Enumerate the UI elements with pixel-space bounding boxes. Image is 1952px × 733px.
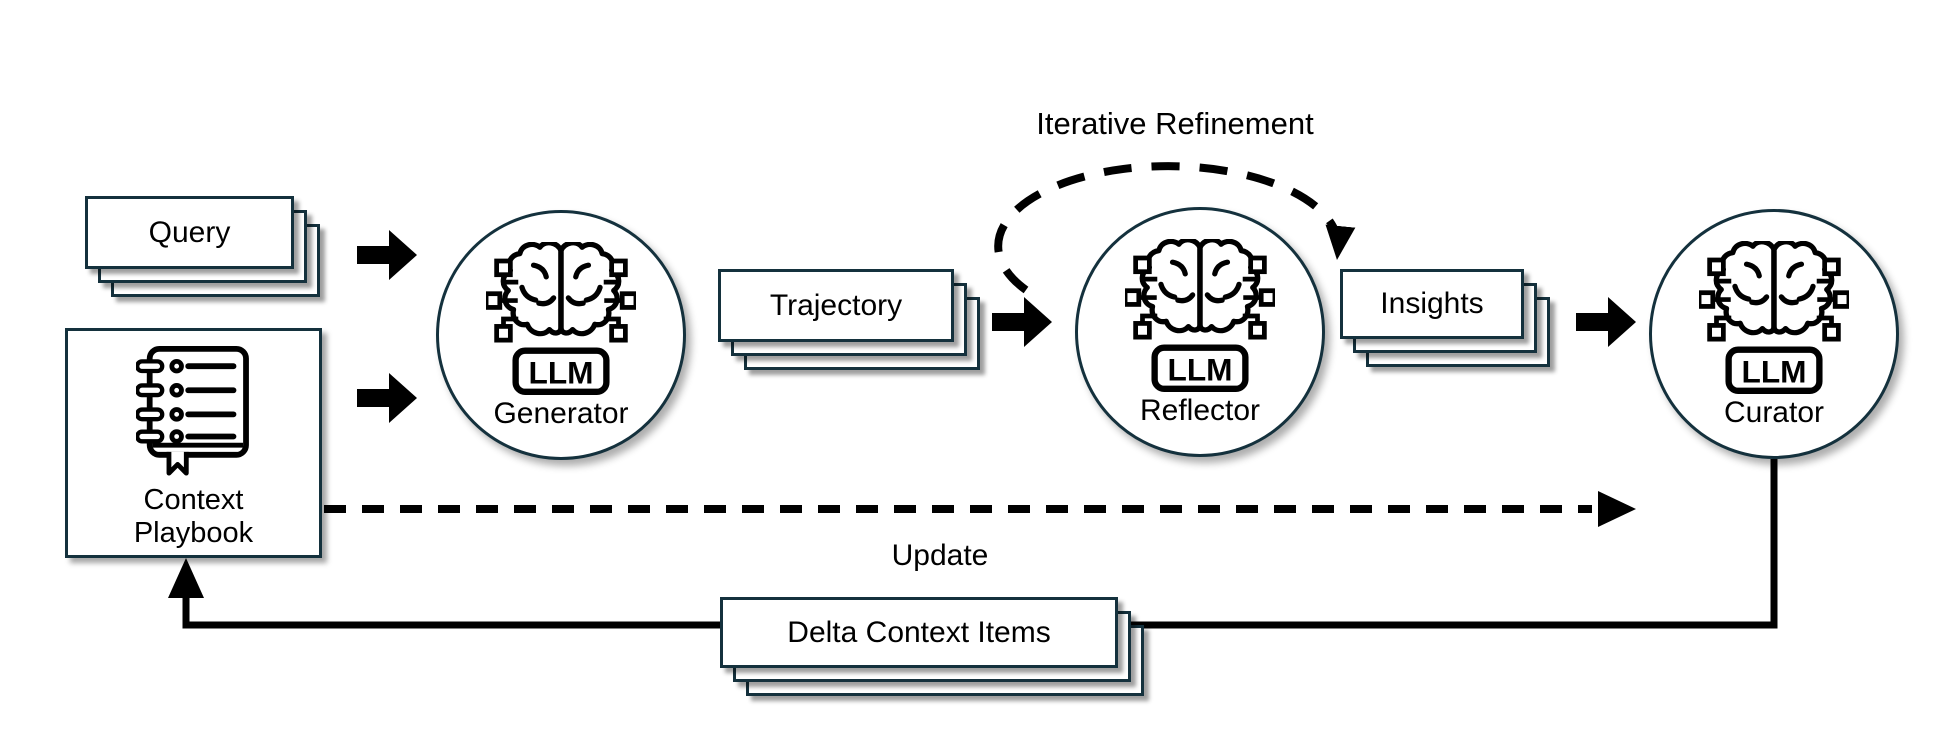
insights-label: Insights — [1380, 287, 1484, 320]
llm-badge-label: LLM — [1741, 353, 1806, 389]
insights-card-stack: Insights — [1340, 269, 1550, 367]
notebook-icon — [136, 345, 252, 476]
delta-context-items-label: Delta Context Items — [787, 615, 1051, 649]
trajectory-label: Trajectory — [769, 288, 903, 322]
query-to-generator-arrow — [357, 230, 417, 280]
query-label: Query — [148, 215, 231, 249]
curator-node: LLM Curator — [1649, 209, 1899, 459]
brain-circuit-icon: LLM — [1125, 239, 1275, 392]
insights-card: Insights — [1340, 269, 1524, 339]
llm-badge-label: LLM — [528, 354, 593, 390]
delta-context-items-card-stack: Delta Context Items — [720, 597, 1144, 696]
trajectory-card: Trajectory — [718, 269, 954, 342]
reflector-node: LLM Reflector — [1075, 207, 1325, 457]
insights-to-curator-arrow — [1576, 297, 1636, 347]
delta-context-items-card: Delta Context Items — [720, 597, 1118, 668]
brain-circuit-icon: LLM — [486, 242, 636, 395]
iterative-refinement-label: Iterative Refinement — [1036, 106, 1314, 141]
brain-circuit-icon: LLM — [1699, 241, 1849, 394]
trajectory-card-stack: Trajectory — [718, 269, 980, 370]
context-playbook-label: Context Playbook — [133, 484, 254, 550]
reflector-label: Reflector — [1139, 393, 1261, 427]
query-card-stack: Query — [85, 196, 320, 297]
generator-label: Generator — [493, 396, 629, 430]
context-playbook-box: Context Playbook — [65, 328, 322, 558]
update-label: Update — [891, 539, 989, 572]
trajectory-to-reflector-arrow — [992, 297, 1052, 347]
llm-badge-label: LLM — [1167, 351, 1232, 387]
generator-node: LLM Generator — [436, 210, 686, 460]
playbook-to-generator-arrow — [357, 373, 417, 423]
query-card: Query — [85, 196, 294, 269]
curator-label: Curator — [1723, 395, 1825, 429]
update-dashed-arrow — [324, 491, 1636, 527]
